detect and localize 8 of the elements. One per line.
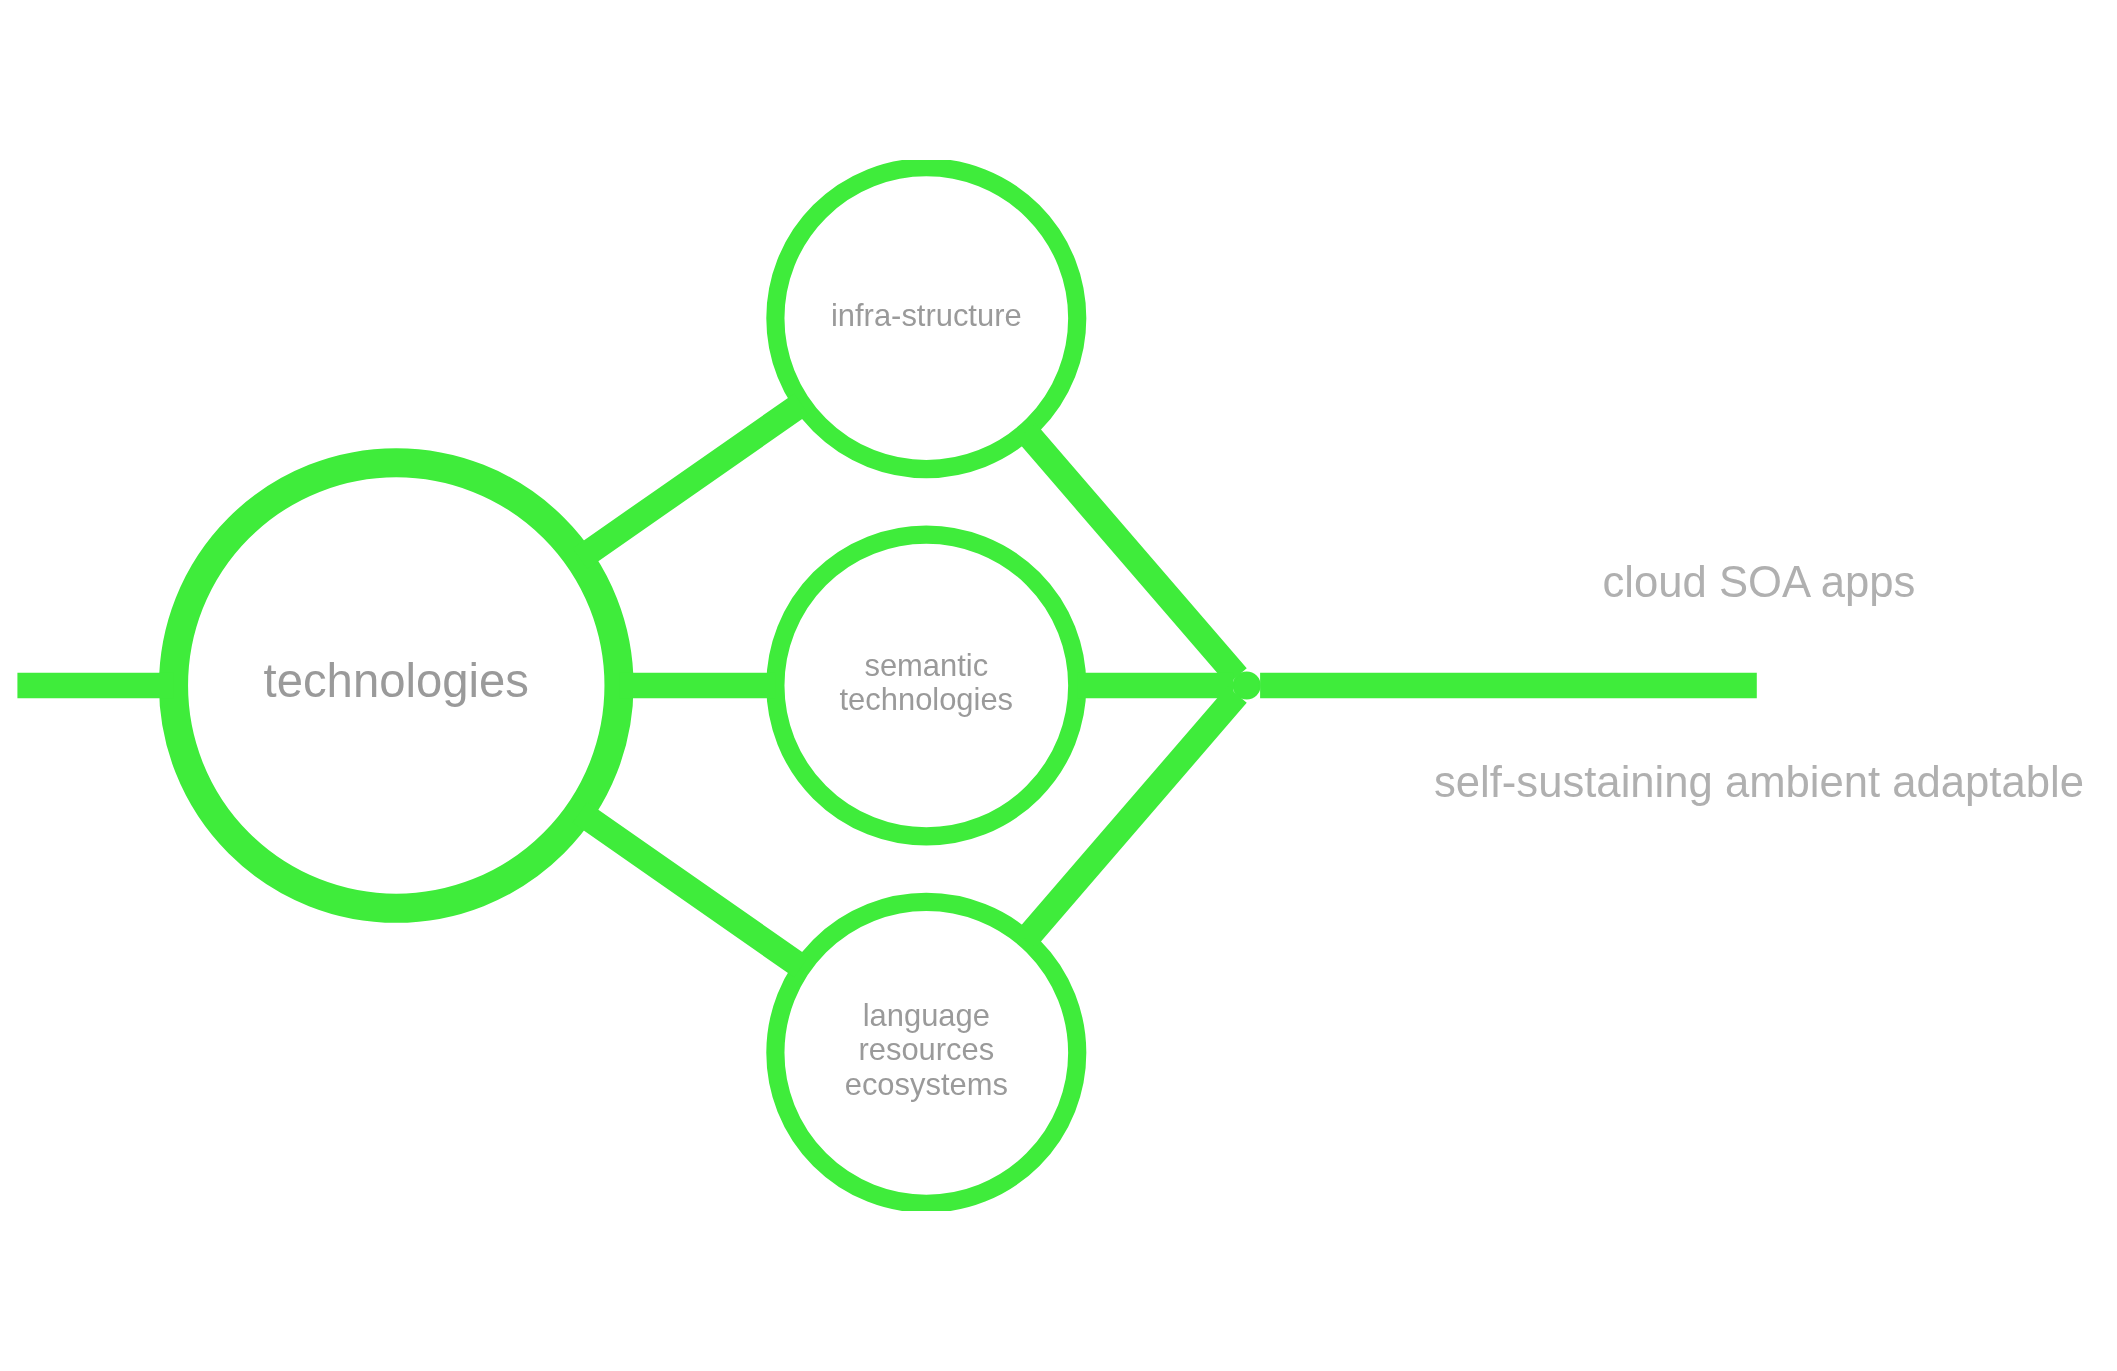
node-point: [1232, 671, 1261, 700]
label: self-sustaining ambient adaptable: [1433, 756, 2084, 806]
connector: [1260, 672, 1757, 699]
label: cloud SOA apps: [1602, 556, 1916, 606]
node-circle: infra-structure: [766, 160, 1087, 479]
node-circle: technologies: [158, 448, 634, 923]
node-circle: semantic technologies: [766, 525, 1087, 846]
node-circle: language resources ecosystems: [766, 892, 1087, 1211]
